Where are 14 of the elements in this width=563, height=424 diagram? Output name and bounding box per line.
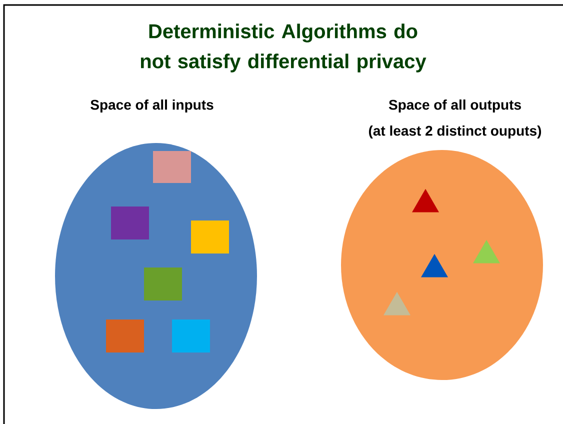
square	[106, 320, 144, 352]
triangle	[412, 188, 439, 212]
region-heading: Space of all outputs	[388, 99, 521, 113]
triangle	[384, 292, 410, 316]
square	[111, 206, 149, 240]
region-heading: Space of all inputs	[90, 99, 214, 113]
square	[153, 151, 191, 183]
region-heading: (at least 2 distinct ouputs)	[368, 125, 542, 139]
triangle	[473, 240, 500, 264]
square	[172, 320, 210, 352]
square	[191, 220, 229, 254]
triangle	[421, 254, 448, 278]
square	[144, 268, 182, 300]
slide-title: Deterministic Algorithms do not satisfy differential privacy	[140, 24, 426, 72]
